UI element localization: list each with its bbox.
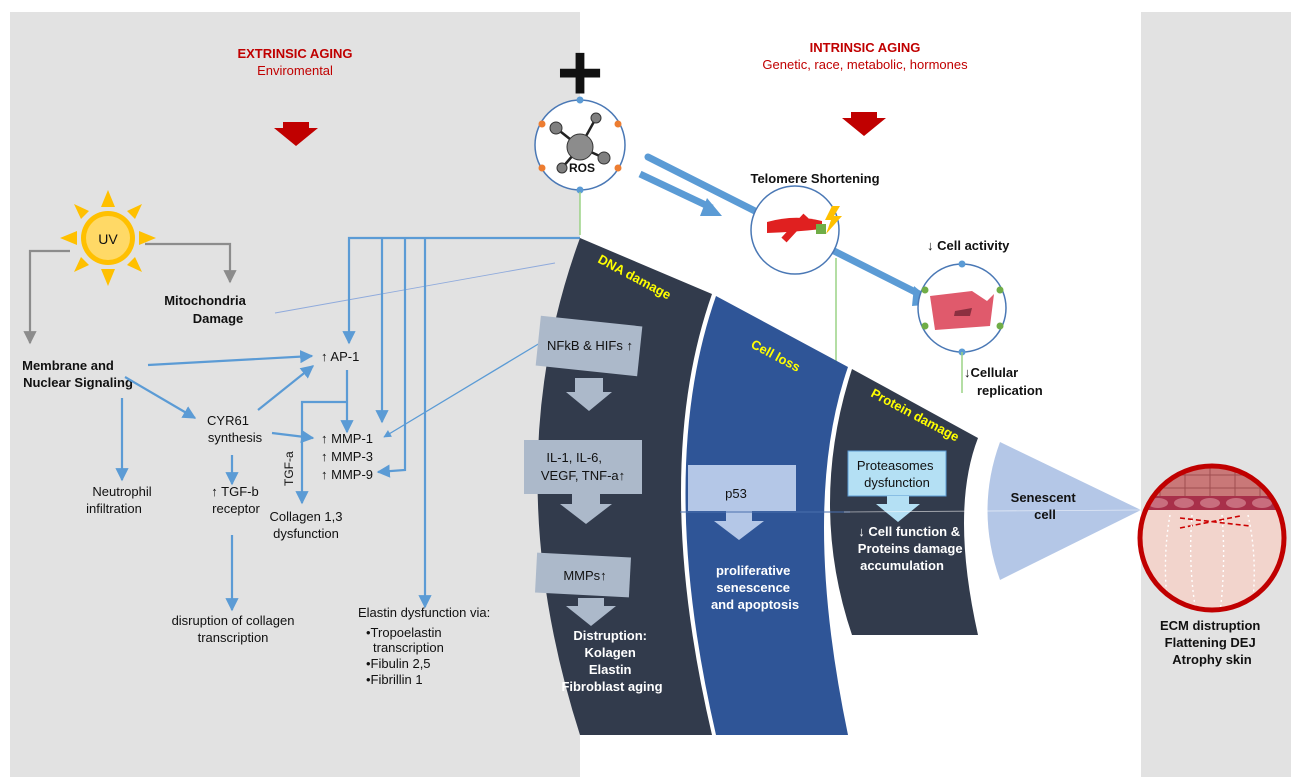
cytokines-label: IL-1, IL-6, VEGF, TNF-a↑ <box>541 450 625 483</box>
extrinsic-subtitle: Enviromental <box>257 63 333 78</box>
sun-icon <box>60 190 156 286</box>
skin-outcome-label: ECM distruption Flattening DEJ Atrophy s… <box>1160 618 1264 667</box>
cell-loss-outcome-label: proliferative senescence and apoptosis <box>711 563 799 612</box>
band-senescent-cell <box>987 442 1141 580</box>
intrinsic-subtitle: Genetic, race, metabolic, hormones <box>762 57 968 72</box>
intrinsic-down-arrow <box>842 112 886 136</box>
mmps-label: MMPs↑ <box>563 568 606 583</box>
telomere-label: Telomere Shortening <box>750 171 879 186</box>
dna-flow-shapes <box>524 315 643 626</box>
nfkb-hifs-label: NFkB & HIFs ↑ <box>547 338 633 353</box>
uv-label: UV <box>98 231 118 247</box>
proteasomes-label: Proteasomes dysfunction <box>857 458 937 490</box>
dna-outcome-label: Distruption: Kolagen Elastin Fibroblast … <box>561 628 662 694</box>
intrinsic-title: INTRINSIC AGING <box>810 40 921 55</box>
elastin-dysfunction-label: Elastin dysfunction via: •Tropoelastin t… <box>358 605 494 687</box>
protein-flow-shapes <box>847 450 947 522</box>
ros-to-telomere-arrowhead <box>700 198 722 216</box>
extrinsic-title: EXTRINSIC AGING <box>237 46 352 61</box>
p53-label: p53 <box>725 486 747 501</box>
protein-outcome-label: ↓ Cell function & Proteins damage accumu… <box>858 524 966 573</box>
mito-to-dna-line <box>274 262 556 314</box>
chromosome-icon <box>750 185 842 275</box>
protein-divider <box>843 509 1142 513</box>
sun-to-mito-arrow <box>145 242 237 284</box>
ros-molecule <box>534 96 626 194</box>
extrinsic-down-arrow <box>274 122 318 146</box>
ap1-label: ↑ AP-1 <box>321 349 359 364</box>
skin-panel <box>1141 12 1291 777</box>
extrinsic-flow-arrows <box>115 236 580 612</box>
ros-to-telomere-arrow <box>638 170 714 212</box>
damaged-cell-icon <box>917 260 1007 356</box>
cellular-replication-label: ↓Cellular replication <box>964 365 1043 398</box>
mmp1-label: ↑ MMP-1 <box>321 431 373 446</box>
tgfa-label: TGF-a <box>282 451 296 486</box>
ros-label: ROS <box>569 161 595 175</box>
cell-loss-flow-shapes <box>688 465 796 540</box>
cell-activity-label: ↓ Cell activity <box>927 238 1010 253</box>
band-cell-loss <box>685 296 848 735</box>
senescent-cell-label: Senescent cell <box>1011 490 1080 522</box>
sun-to-membrane-arrow <box>23 249 70 345</box>
mmp3-label: ↑ MMP-3 <box>321 449 373 464</box>
mmp9-label: ↑ MMP-9 <box>321 467 373 482</box>
